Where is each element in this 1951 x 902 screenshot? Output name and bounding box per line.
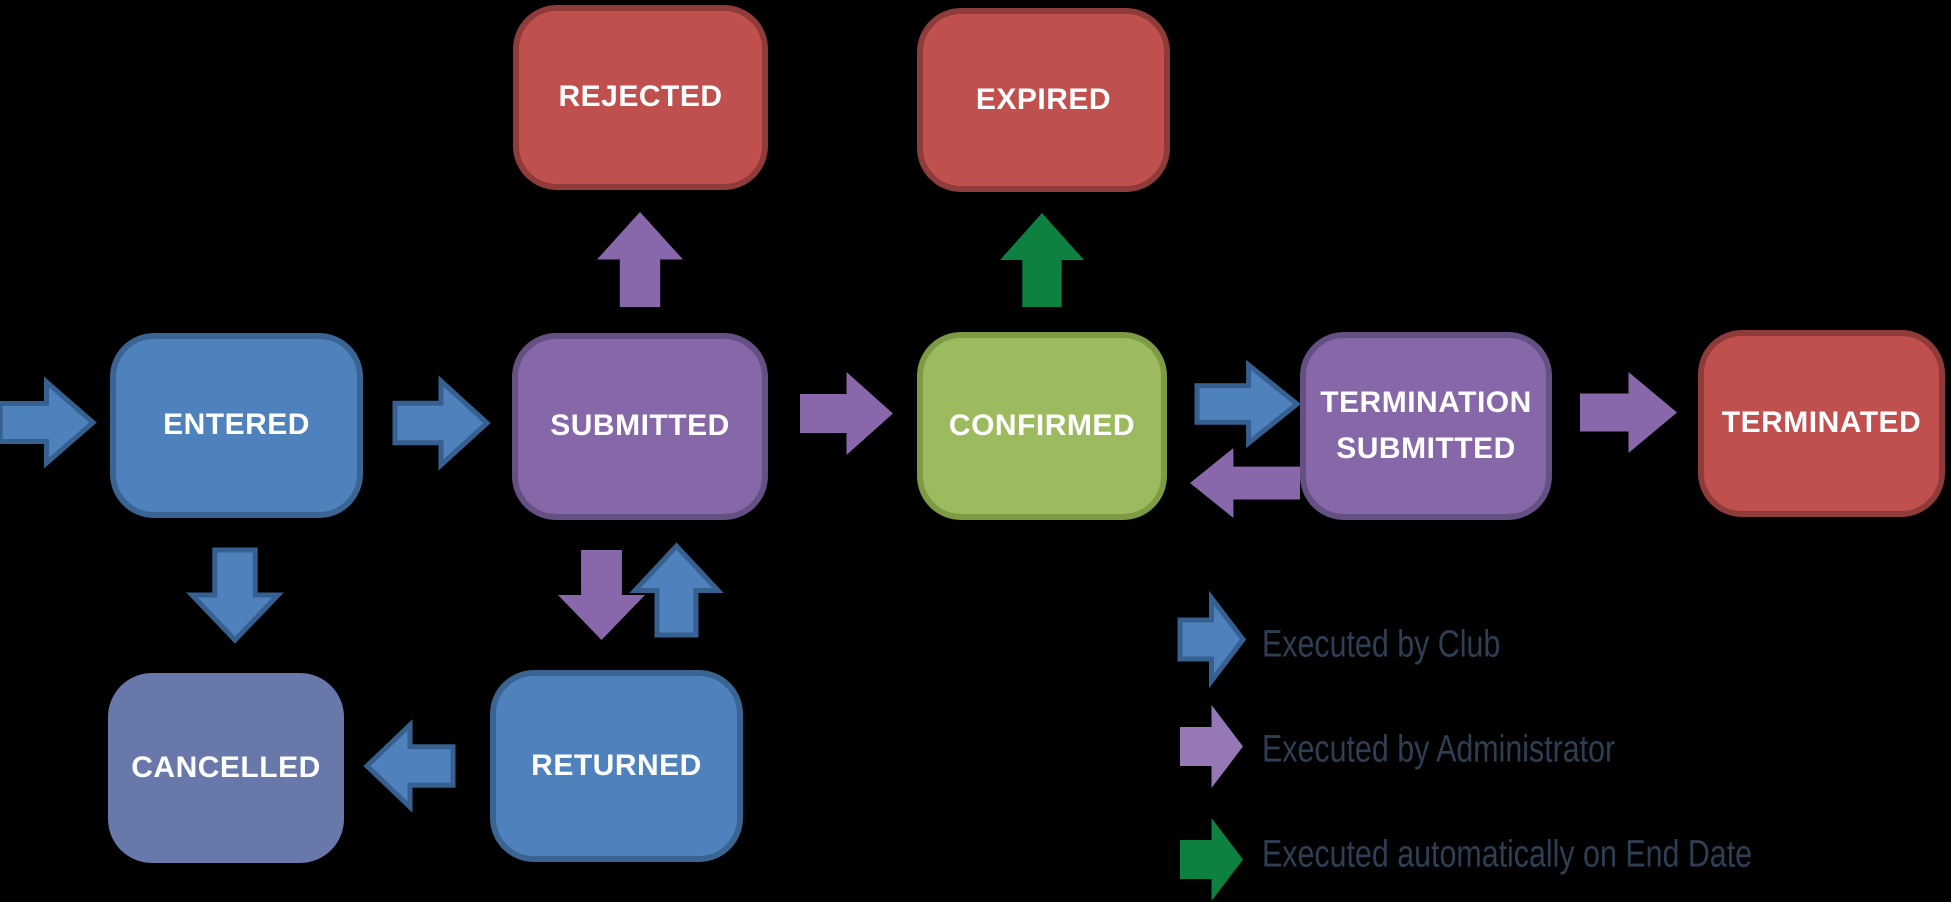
arrow-confirmed-to-expired: [1000, 213, 1084, 307]
legend-administrator-arrow-icon-shape: [1180, 705, 1243, 788]
state-box-terminated: TERMINATED: [1698, 330, 1945, 517]
state-label-expired: EXPIRED: [975, 82, 1112, 116]
legend-automatic-arrow-icon: [1180, 818, 1243, 901]
arrow-entered-to-submitted: [392, 375, 491, 471]
state-label-rejected: REJECTED: [558, 80, 723, 114]
arrow-submitted-to-rejected: [597, 212, 683, 307]
arrow-start-to-entered-shape: [0, 376, 97, 469]
arrow-termination-to-terminated: [1580, 372, 1677, 453]
legend-club-arrow-icon: [1177, 590, 1247, 689]
arrow-returned-to-submitted: [629, 542, 724, 638]
state-label-terminated: TERMINATED: [1721, 406, 1922, 440]
state-label-cancelled: CANCELLED: [131, 750, 321, 784]
arrow-submitted-to-returned: [558, 550, 645, 640]
state-box-submitted: SUBMITTED: [512, 333, 768, 520]
arrow-confirmed-to-termination-shape: [1194, 359, 1301, 449]
arrow-submitted-to-confirmed: [800, 372, 893, 455]
arrow-termination-to-confirmed-shape: [1190, 448, 1300, 518]
state-box-expired: EXPIRED: [917, 8, 1170, 192]
arrow-returned-to-cancelled-shape: [363, 719, 456, 813]
arrow-termination-to-confirmed: [1190, 448, 1300, 518]
arrow-entered-to-cancelled: [186, 547, 284, 644]
state-box-termination-submitted: TERMINATION SUBMITTED: [1300, 332, 1552, 520]
state-label-termination-submitted: TERMINATION SUBMITTED: [1320, 385, 1532, 466]
arrow-returned-to-submitted-shape: [629, 542, 724, 638]
legend-label-administrator: Executed by Administrator: [1262, 728, 1616, 771]
arrow-entered-to-submitted-shape: [392, 375, 491, 471]
arrow-start-to-entered: [0, 376, 97, 469]
legend-club-arrow-icon-shape: [1177, 590, 1247, 689]
state-box-entered: ENTERED: [110, 333, 363, 518]
legend-label-club: Executed by Club: [1262, 623, 1501, 666]
legend-administrator-arrow-icon: [1180, 705, 1243, 788]
arrow-confirmed-to-expired-shape: [1000, 213, 1084, 307]
state-label-returned: RETURNED: [531, 748, 702, 782]
state-box-confirmed: CONFIRMED: [917, 332, 1167, 520]
arrow-submitted-to-confirmed-shape: [800, 372, 893, 455]
arrow-submitted-to-rejected-shape: [597, 212, 683, 307]
arrow-confirmed-to-termination: [1194, 359, 1301, 449]
state-box-returned: RETURNED: [490, 670, 743, 862]
arrow-returned-to-cancelled: [363, 719, 456, 813]
state-label-confirmed: CONFIRMED: [948, 408, 1136, 442]
arrow-termination-to-terminated-shape: [1580, 372, 1677, 453]
legend-automatic-arrow-icon-shape: [1180, 818, 1243, 901]
state-label-entered: ENTERED: [163, 408, 310, 442]
arrow-submitted-to-returned-shape: [558, 550, 645, 640]
legend-label-automatic: Executed automatically on End Date: [1262, 833, 1753, 876]
arrow-entered-to-cancelled-shape: [186, 547, 284, 644]
state-box-cancelled: CANCELLED: [108, 673, 344, 863]
state-label-submitted: SUBMITTED: [550, 409, 730, 443]
state-box-rejected: REJECTED: [513, 5, 768, 190]
